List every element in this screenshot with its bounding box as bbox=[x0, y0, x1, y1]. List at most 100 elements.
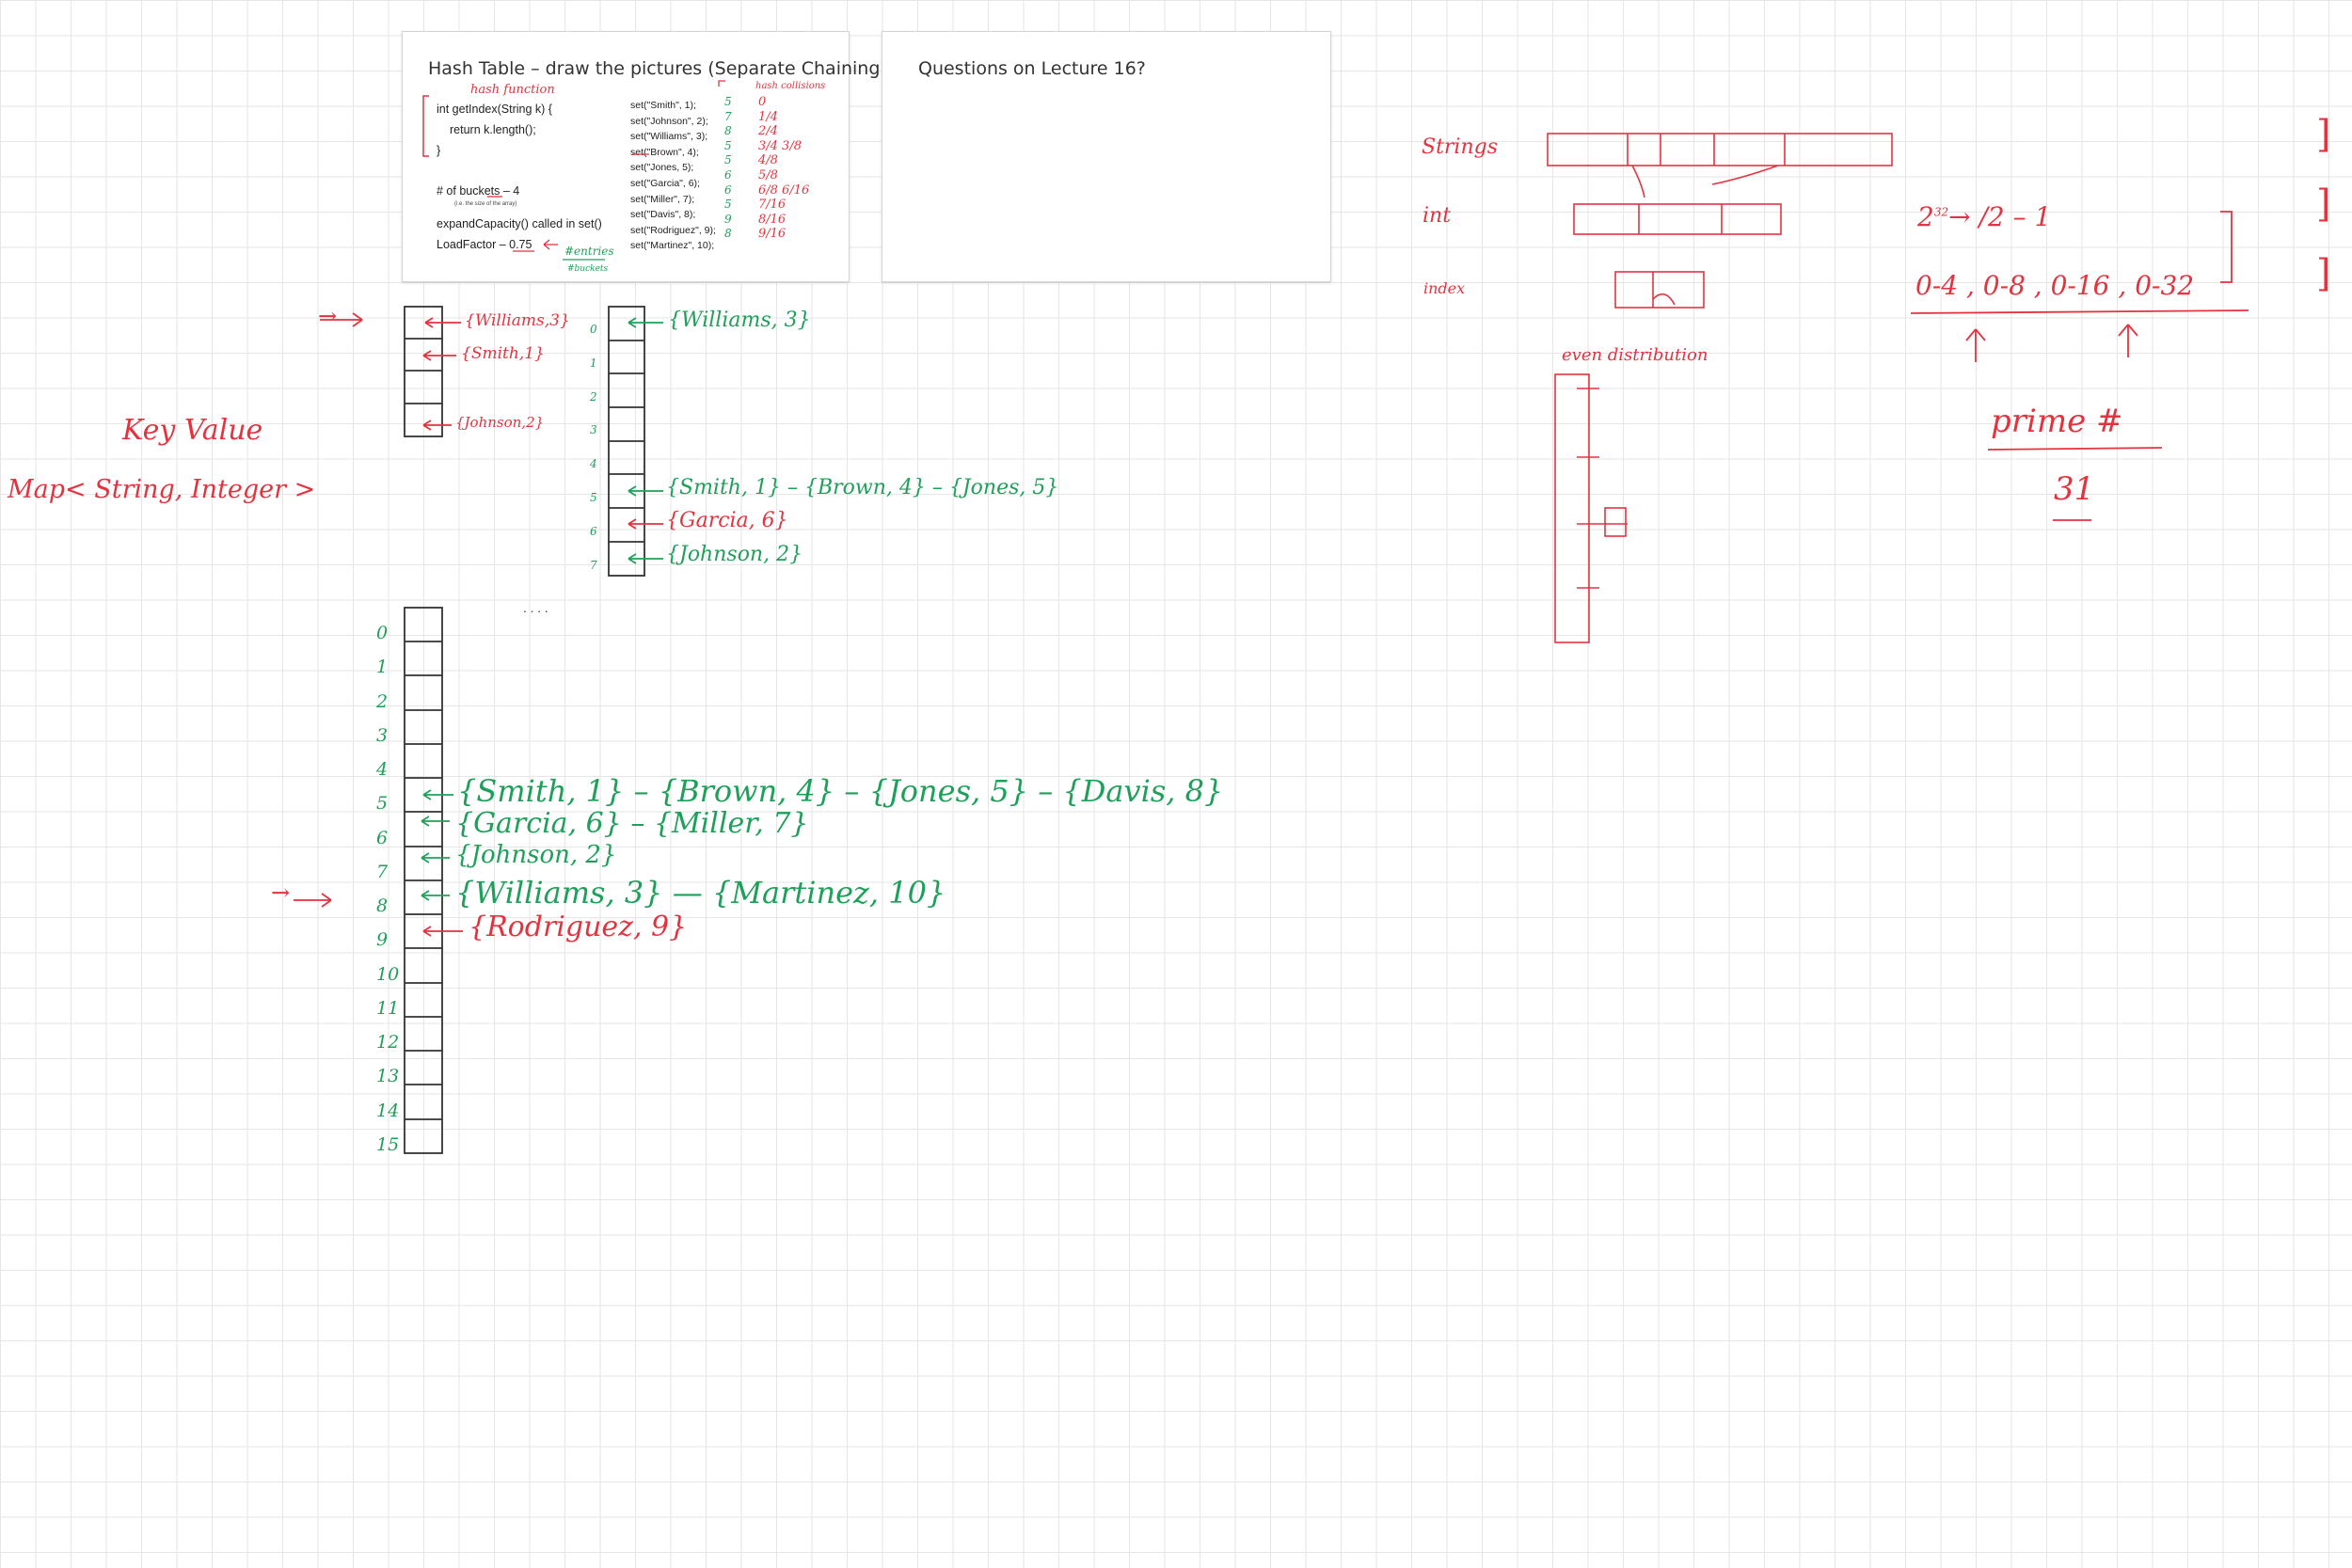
hash-value: 8 bbox=[724, 227, 732, 241]
table16-index: 1 bbox=[376, 657, 389, 678]
annotation-hash-function: hash function bbox=[470, 83, 555, 97]
hash-value: 5 bbox=[724, 95, 732, 108]
annotation-entries: #entries bbox=[564, 245, 614, 258]
table16-row-9: {Rodriguez, 9} bbox=[469, 911, 688, 943]
table16-index: 2 bbox=[376, 690, 389, 712]
set-call: set("Williams", 3); bbox=[630, 131, 708, 143]
table4-entry: {Williams,3} bbox=[465, 311, 570, 330]
table8-row-7: {Johnson, 2} bbox=[666, 543, 803, 566]
label-int: int bbox=[1422, 204, 1452, 228]
table8-index: 4 bbox=[590, 457, 597, 471]
set-call: set("Davis", 8); bbox=[630, 209, 696, 221]
hash-value: 8 bbox=[724, 124, 732, 138]
set-call: set("Johnson", 2); bbox=[630, 115, 708, 127]
table16-index: 3 bbox=[376, 724, 389, 746]
even-distribution-table bbox=[1554, 373, 1628, 643]
code-line-2: return k.length(); bbox=[450, 123, 536, 136]
annotation-hash-collisions: hash collisions bbox=[755, 81, 826, 91]
table8-index: 6 bbox=[590, 524, 597, 538]
load-value: 8/16 bbox=[758, 212, 787, 227]
table16-row-7: {Johnson, 2} bbox=[455, 841, 617, 869]
ellipsis: . . . . bbox=[523, 602, 548, 615]
set-call: set("Jones, 5); bbox=[630, 162, 694, 174]
table16-index: 4 bbox=[376, 759, 389, 780]
slide-hash-table[interactable]: Hash Table – draw the pictures (Separate… bbox=[402, 31, 887, 282]
set-call: set("Rodriguez", 9); bbox=[630, 224, 716, 236]
buckets-note: (i.e. the size of the array) bbox=[454, 201, 517, 207]
load-value: 5/8 bbox=[758, 167, 778, 182]
hash-table-size-16 bbox=[404, 607, 443, 1154]
table16-index: 9 bbox=[376, 929, 389, 951]
bracket-mark: ] bbox=[2316, 113, 2331, 156]
table16-index: 6 bbox=[376, 827, 389, 848]
table16-index: 0 bbox=[376, 623, 389, 643]
table16-index: 5 bbox=[376, 793, 389, 815]
slide-title: Questions on Lecture 16? bbox=[918, 58, 1146, 79]
table8-index: 0 bbox=[590, 323, 597, 336]
power-expression: 232→ /2 – 1 bbox=[1917, 201, 2051, 232]
set-call: set("Brown", 4); bbox=[630, 146, 699, 158]
set-call: set("Miller", 7); bbox=[630, 193, 695, 205]
table8-row-6: {Garcia, 6} bbox=[666, 509, 788, 532]
arrow-mark-table4: → bbox=[318, 303, 338, 329]
hash-value: 6 bbox=[724, 167, 732, 182]
load-values-column: 0 1/4 2/4 3/4 3/8 4/8 5/8 6/8 6/16 7/16 … bbox=[758, 95, 809, 242]
table8-row-0: {Williams, 3} bbox=[668, 309, 811, 332]
table8-index: 2 bbox=[590, 389, 597, 404]
table8-index: 1 bbox=[590, 356, 597, 370]
map-type-label: Map< String, Integer > bbox=[8, 475, 316, 504]
table4-entry: {Johnson,2} bbox=[455, 414, 545, 431]
arrow-mark-table16: → bbox=[271, 879, 291, 906]
table16-row-6: {Garcia, 6} – {Miller, 7} bbox=[455, 807, 809, 840]
table16-index: 13 bbox=[376, 1066, 400, 1087]
slide-title: Hash Table – draw the pictures (Separate… bbox=[428, 58, 887, 79]
table16-index: 15 bbox=[376, 1133, 400, 1155]
key-value-label: Key Value bbox=[122, 414, 263, 447]
power-rest: → /2 – 1 bbox=[1948, 201, 2052, 232]
set-call: set("Garcia", 6); bbox=[630, 177, 700, 189]
table8-row-5: {Smith, 1} – {Brown, 4} – {Jones, 5} bbox=[666, 476, 1059, 499]
memory-boxes bbox=[1547, 133, 1893, 309]
label-strings: Strings bbox=[1422, 135, 1499, 159]
load-value: 9/16 bbox=[758, 227, 787, 242]
power-base: 2 bbox=[1917, 201, 1934, 232]
table16-row-8: {Williams, 3} — {Martinez, 10} bbox=[455, 875, 946, 911]
table16-index: 11 bbox=[376, 997, 400, 1019]
buckets-line: # of buckets – 4 bbox=[437, 184, 520, 198]
hash-value: 9 bbox=[724, 212, 732, 226]
code-line-1: int getIndex(String k) { bbox=[437, 103, 552, 116]
table16-index: 14 bbox=[376, 1100, 400, 1121]
table16-indices: 0 1 2 3 4 5 6 7 8 9 10 11 12 13 14 15 bbox=[376, 616, 399, 1162]
load-value: 4/8 bbox=[758, 153, 778, 168]
load-value: 6/8 6/16 bbox=[758, 182, 810, 198]
loadfactor-line: LoadFactor – 0.75 bbox=[437, 238, 532, 251]
ranges-label: 0-4 , 0-8 , 0-16 , 0-32 bbox=[1915, 270, 2195, 301]
prime-value: 31 bbox=[2054, 470, 2095, 508]
set-call: set("Martinez", 10); bbox=[630, 240, 715, 252]
table8-index: 5 bbox=[590, 490, 597, 504]
hash-value: 6 bbox=[724, 182, 732, 197]
set-call: set("Smith", 1); bbox=[630, 100, 696, 111]
table16-row-5: {Smith, 1} – {Brown, 4} – {Jones, 5} – {… bbox=[457, 773, 1224, 809]
load-value: 1/4 bbox=[758, 109, 778, 124]
bracket-mark: ] bbox=[2316, 182, 2331, 226]
slide-questions[interactable]: Questions on Lecture 16? bbox=[882, 31, 1331, 282]
table16-index: 8 bbox=[376, 895, 389, 916]
table16-index: 12 bbox=[376, 1032, 400, 1053]
label-index: index bbox=[1423, 279, 1466, 297]
table16-index: 7 bbox=[376, 861, 389, 882]
even-distribution-label: even distribution bbox=[1562, 345, 1708, 365]
table16-index: 10 bbox=[376, 963, 400, 985]
load-value: 0 bbox=[758, 95, 767, 109]
hash-table-size-8 bbox=[608, 306, 645, 577]
hash-values-column: 5 7 8 5 5 6 6 5 9 8 bbox=[724, 95, 732, 242]
prime-label: prime # bbox=[1991, 403, 2123, 440]
power-exponent: 32 bbox=[1933, 205, 1949, 219]
hash-value: 5 bbox=[724, 153, 732, 167]
slide1-ink-strokes bbox=[422, 80, 725, 261]
hash-value: 7 bbox=[724, 109, 732, 123]
load-value: 7/16 bbox=[758, 198, 787, 213]
load-value: 2/4 bbox=[758, 124, 778, 139]
